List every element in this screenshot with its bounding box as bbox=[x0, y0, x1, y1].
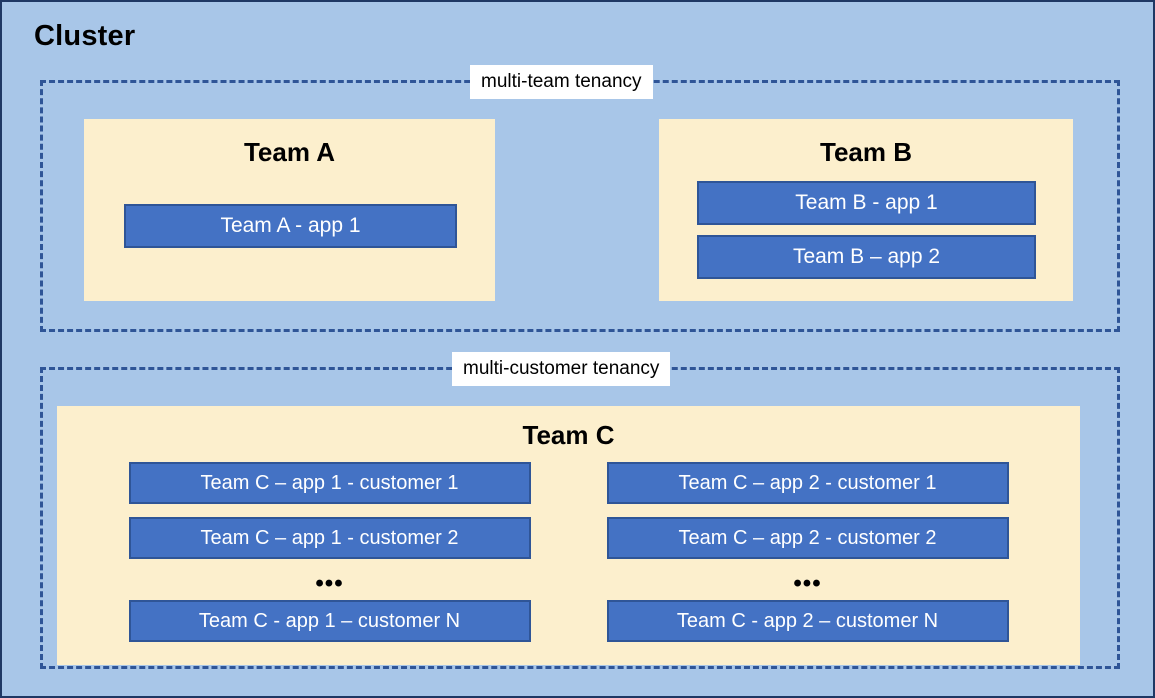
team-c-columns: Team C – app 1 - customer 1 Team C – app… bbox=[57, 462, 1080, 655]
team-b-title: Team B bbox=[820, 137, 912, 167]
app-chip-team-a-app-1[interactable]: Team A - app 1 bbox=[124, 204, 457, 248]
ellipsis-team-c-app-1: ••• bbox=[315, 570, 344, 597]
page-title: Cluster bbox=[34, 20, 136, 52]
team-box-team-b: Team B Team B - app 1 Team B – app 2 bbox=[659, 119, 1073, 301]
app-chip-team-c-app-1-customer-2[interactable]: Team C – app 1 - customer 2 bbox=[128, 517, 531, 559]
team-b-app-list: Team B - app 1 Team B – app 2 bbox=[697, 181, 1036, 279]
ellipsis-team-c-app-2: ••• bbox=[793, 570, 822, 597]
app-chip-team-b-app-2[interactable]: Team B – app 2 bbox=[697, 235, 1036, 279]
app-chip-team-c-app-2-customer-1[interactable]: Team C – app 2 - customer 1 bbox=[606, 462, 1009, 504]
team-c-app-2-column: Team C – app 2 - customer 1 Team C – app… bbox=[606, 462, 1009, 655]
app-chip-team-c-app-2-customer-2[interactable]: Team C – app 2 - customer 2 bbox=[606, 517, 1009, 559]
tenancy-label-multi-customer: multi-customer tenancy bbox=[452, 352, 671, 386]
team-box-team-c: Team C Team C – app 1 - customer 1 Team … bbox=[57, 406, 1080, 665]
team-c-app-1-column: Team C – app 1 - customer 1 Team C – app… bbox=[128, 462, 531, 655]
team-a-app-list: Team A - app 1 bbox=[124, 204, 457, 248]
team-box-team-a: Team A Team A - app 1 bbox=[84, 119, 495, 301]
tenancy-label-multi-team: multi-team tenancy bbox=[470, 65, 653, 99]
app-chip-team-c-app-1-customer-1[interactable]: Team C – app 1 - customer 1 bbox=[128, 462, 531, 504]
app-chip-team-c-app-2-customer-n[interactable]: Team C - app 2 – customer N bbox=[606, 600, 1009, 642]
team-c-title: Team C bbox=[522, 420, 615, 450]
team-a-title: Team A bbox=[243, 137, 336, 167]
app-chip-team-b-app-1[interactable]: Team B - app 1 bbox=[697, 181, 1036, 225]
app-chip-team-c-app-1-customer-n[interactable]: Team C - app 1 – customer N bbox=[128, 600, 531, 642]
